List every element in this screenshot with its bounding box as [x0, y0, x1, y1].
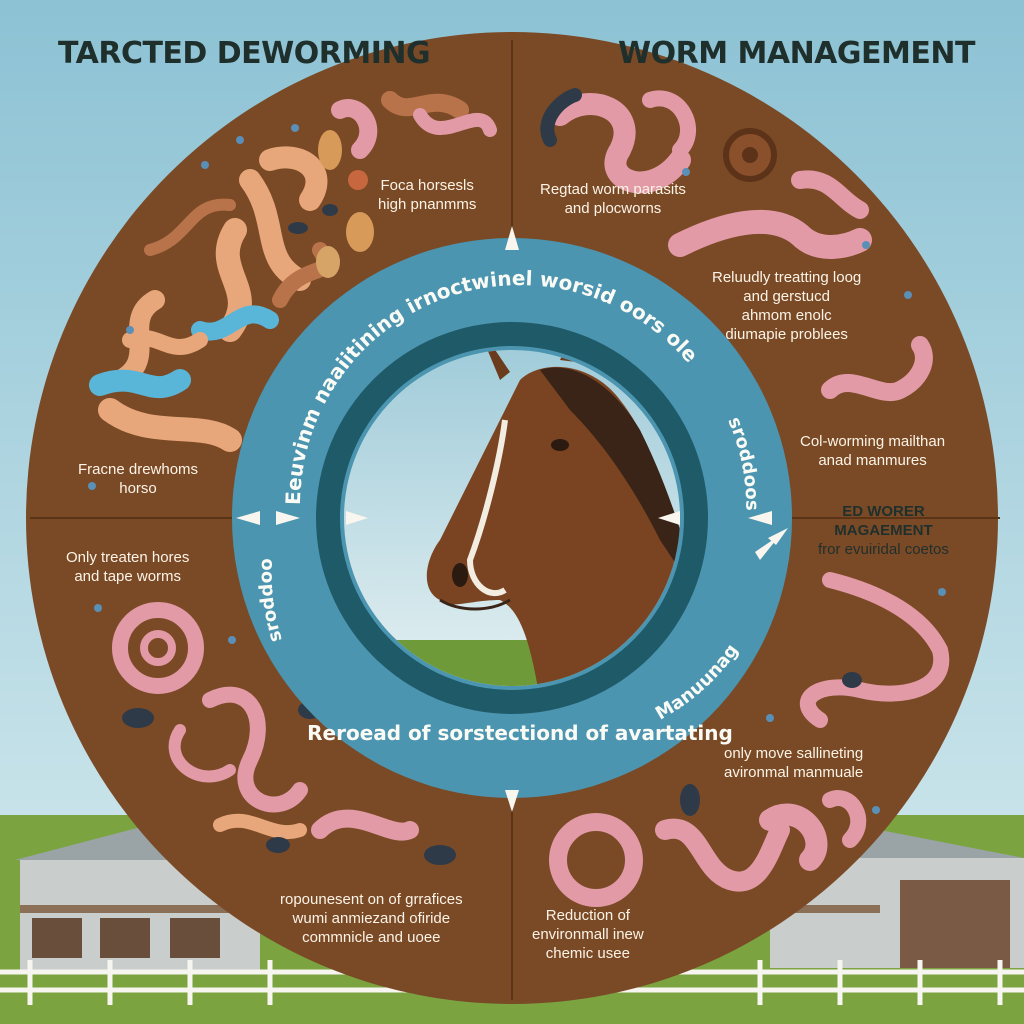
label-line: anad manmures: [818, 452, 927, 469]
barn-illustration: [15, 822, 1024, 970]
label-line: high pnanmms: [378, 196, 477, 213]
label-line: Reluudly treatting loog: [712, 269, 862, 286]
worm-icon: [549, 572, 950, 907]
label-line: ahmom enolc: [741, 307, 832, 324]
label-line: commnicle and uoee: [302, 929, 441, 946]
egg-icon: [682, 128, 912, 299]
label-line: MAGAEMENT: [834, 522, 933, 539]
label-left-1: Fracne drewhoms horso: [78, 460, 198, 498]
label-line: fror evuiridal coetos: [818, 541, 949, 558]
label-bottom-left: ropounesent on of grrafices wumi anmieza…: [280, 890, 463, 947]
egg-icon: [680, 588, 946, 816]
label-line: and plocworns: [564, 200, 662, 217]
quadrant-dividers: [30, 40, 1000, 1000]
ring-text-bottom: Reroead of sorstectiond of avartating: [307, 721, 733, 745]
label-line: and tape worms: [74, 568, 182, 585]
label-line: ropounesent on of grrafices: [280, 891, 463, 908]
label-line: chemic usee: [545, 945, 630, 962]
label-bottom-right-2: Reduction of environmall inew chemic use…: [532, 906, 644, 963]
label-line: diumapie problees: [725, 326, 848, 343]
label-line: environmall inew: [532, 926, 644, 943]
arrow-icon: [236, 226, 788, 812]
label-left-2: Only treaten hores and tape worms: [66, 548, 189, 586]
worm-icon: [89, 91, 497, 452]
label-right-1: Reluudly treatting loog and gerstucd ahm…: [712, 268, 861, 344]
label-top-left: Foca horsesls high pnanmms: [378, 176, 476, 214]
label-right-2: Col-worming mailthan anad manmures: [800, 432, 945, 470]
egg-icon: [88, 124, 374, 490]
title-right: WORM MANAGEMENT: [618, 36, 975, 71]
label-line: Foca horsesls: [380, 177, 474, 194]
label-line: and gerstucd: [743, 288, 830, 305]
label-line: Fracne drewhoms: [78, 461, 199, 478]
label-line: Col-worming mailthan: [800, 433, 946, 450]
label-line: horso: [119, 480, 157, 497]
title-left: TARCTED DEWORMING: [58, 36, 431, 71]
label-top-right: Regtad worm parasits and plocworns: [540, 180, 686, 218]
label-line: Regtad worm parasits: [540, 181, 686, 198]
label-line: avironmal manmuale: [724, 764, 864, 781]
label-line: ED WORER: [842, 503, 925, 520]
label-line: only move sallineting: [724, 745, 864, 762]
worm-icon: [540, 88, 933, 401]
label-line: Only treaten hores: [66, 549, 190, 566]
label-line: Reduction of: [545, 907, 630, 924]
label-line: wumi anmiezand ofiride: [292, 910, 451, 927]
label-right-3: ED WORER MAGAEMENT fror evuiridal coetos: [818, 502, 949, 559]
label-bottom-right-1: only move sallineting avironmal manmuale: [724, 744, 863, 782]
